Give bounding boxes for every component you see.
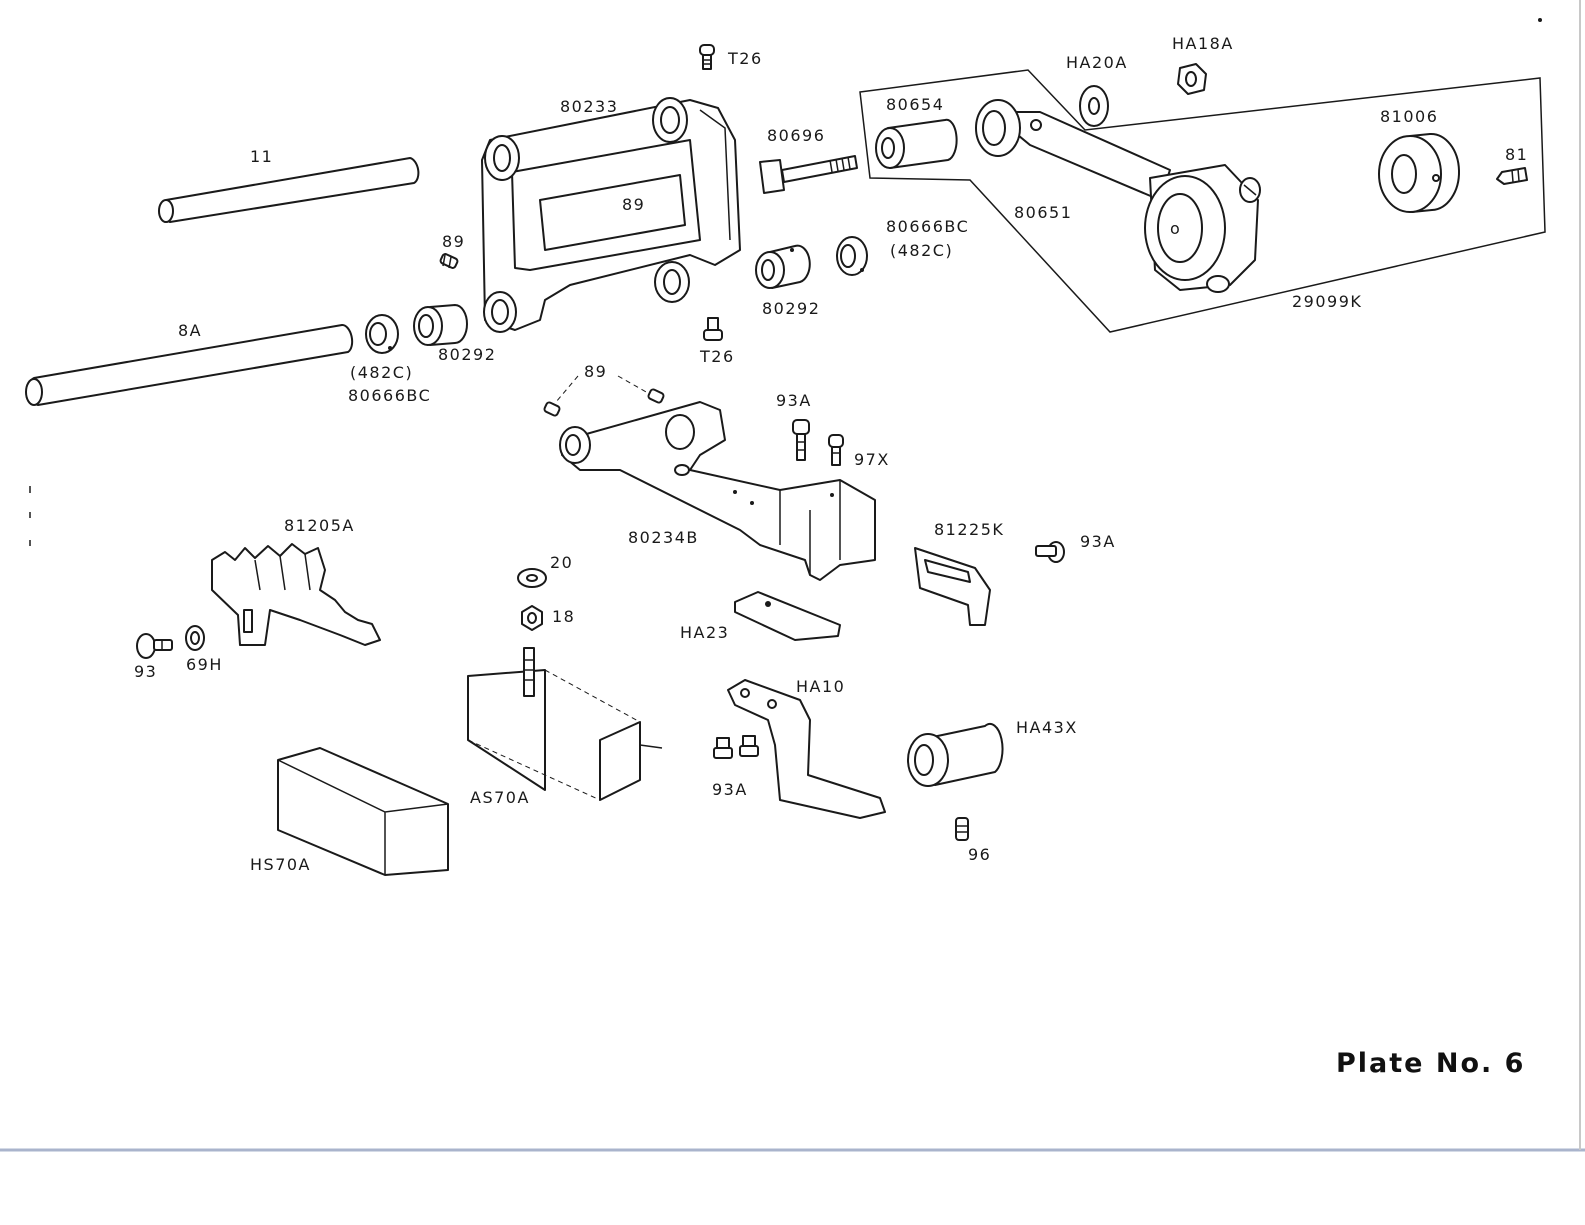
label-11: 11 — [250, 147, 273, 166]
set-screw-81 — [1497, 168, 1527, 184]
bushing-80292-right — [756, 246, 810, 288]
rod-11 — [159, 158, 418, 222]
screw-97x — [829, 435, 843, 465]
label-hs70a: HS70A — [250, 855, 311, 874]
rack-81205a — [212, 544, 380, 645]
label-89-c: 89 — [584, 362, 607, 381]
label-ha23: HA23 — [680, 623, 729, 642]
label-81: 81 — [1505, 145, 1528, 164]
label-81225k: 81225K — [934, 520, 1004, 539]
bushing-80654 — [876, 120, 957, 168]
label-81006: 81006 — [1380, 107, 1438, 126]
washer-20 — [518, 569, 546, 587]
label-80666bc-left: 80666BC — [348, 386, 431, 405]
sleeve-ha43x — [908, 724, 1003, 786]
screw-93 — [137, 634, 172, 658]
label-93a-right: 93A — [1080, 532, 1116, 551]
connecting-arm-80651: o — [976, 100, 1260, 292]
label-20: 20 — [550, 553, 573, 572]
collar-80666bc-left — [366, 315, 398, 353]
label-69h: 69H — [186, 655, 223, 674]
set-screw-96 — [956, 818, 968, 840]
label-80292-right: 80292 — [762, 299, 820, 318]
label-as70a: AS70A — [470, 788, 530, 807]
plate-81225k — [915, 548, 990, 625]
plate-title: Plate No. 6 — [1336, 1048, 1525, 1079]
label-8a: 8A — [178, 321, 202, 340]
label-93a-bottom: 93A — [712, 780, 748, 799]
label-ha18a: HA18A — [1172, 34, 1234, 53]
label-80651: 80651 — [1014, 203, 1072, 222]
label-80696: 80696 — [767, 126, 825, 145]
svg-text:o: o — [1170, 219, 1181, 238]
label-93a-top: 93A — [776, 391, 812, 410]
label-80654: 80654 — [886, 95, 944, 114]
frame-80233 — [482, 98, 740, 332]
bolt-80696 — [760, 156, 857, 193]
washer-69h — [186, 626, 204, 650]
collar-81006 — [1379, 134, 1459, 212]
label-89-b: 89 — [622, 195, 645, 214]
nut-ha18a — [1178, 64, 1206, 94]
box-as70a — [468, 648, 662, 800]
collar-80666bc-right — [837, 237, 867, 275]
label-80233: 80233 — [560, 97, 618, 116]
label-482c-left: (482C) — [350, 363, 413, 382]
washer-ha20a — [1080, 86, 1108, 126]
label-ha10: HA10 — [796, 677, 845, 696]
label-t26-bottom: T26 — [699, 347, 735, 366]
screw-t26-top — [700, 45, 714, 69]
label-81205a: 81205A — [284, 516, 355, 535]
label-97x: 97X — [854, 450, 890, 469]
screws-93a-bottom — [714, 736, 758, 758]
nut-18 — [522, 606, 542, 630]
screw-t26-bottom — [704, 318, 722, 340]
label-t26-top: T26 — [727, 49, 763, 68]
label-ha43x: HA43X — [1016, 718, 1078, 737]
label-89-a: 89 — [442, 232, 465, 251]
label-80234b: 80234B — [628, 528, 699, 547]
screw-93a-top — [793, 420, 809, 460]
screw-93a-right — [1036, 542, 1064, 562]
label-ha20a: HA20A — [1066, 53, 1128, 72]
label-29099k: 29099K — [1292, 292, 1362, 311]
label-93: 93 — [134, 662, 157, 681]
label-18: 18 — [552, 607, 575, 626]
set-screw-89-a — [440, 253, 459, 269]
label-80666bc-right: 80666BC — [886, 217, 969, 236]
label-96: 96 — [968, 845, 991, 864]
plate-ha23 — [735, 592, 840, 640]
bracket-80234b — [560, 402, 875, 580]
bushing-80292-left — [414, 305, 467, 345]
label-482c-right: (482C) — [890, 241, 953, 260]
set-screw-89-c — [544, 376, 665, 416]
label-80292-left: 80292 — [438, 345, 496, 364]
